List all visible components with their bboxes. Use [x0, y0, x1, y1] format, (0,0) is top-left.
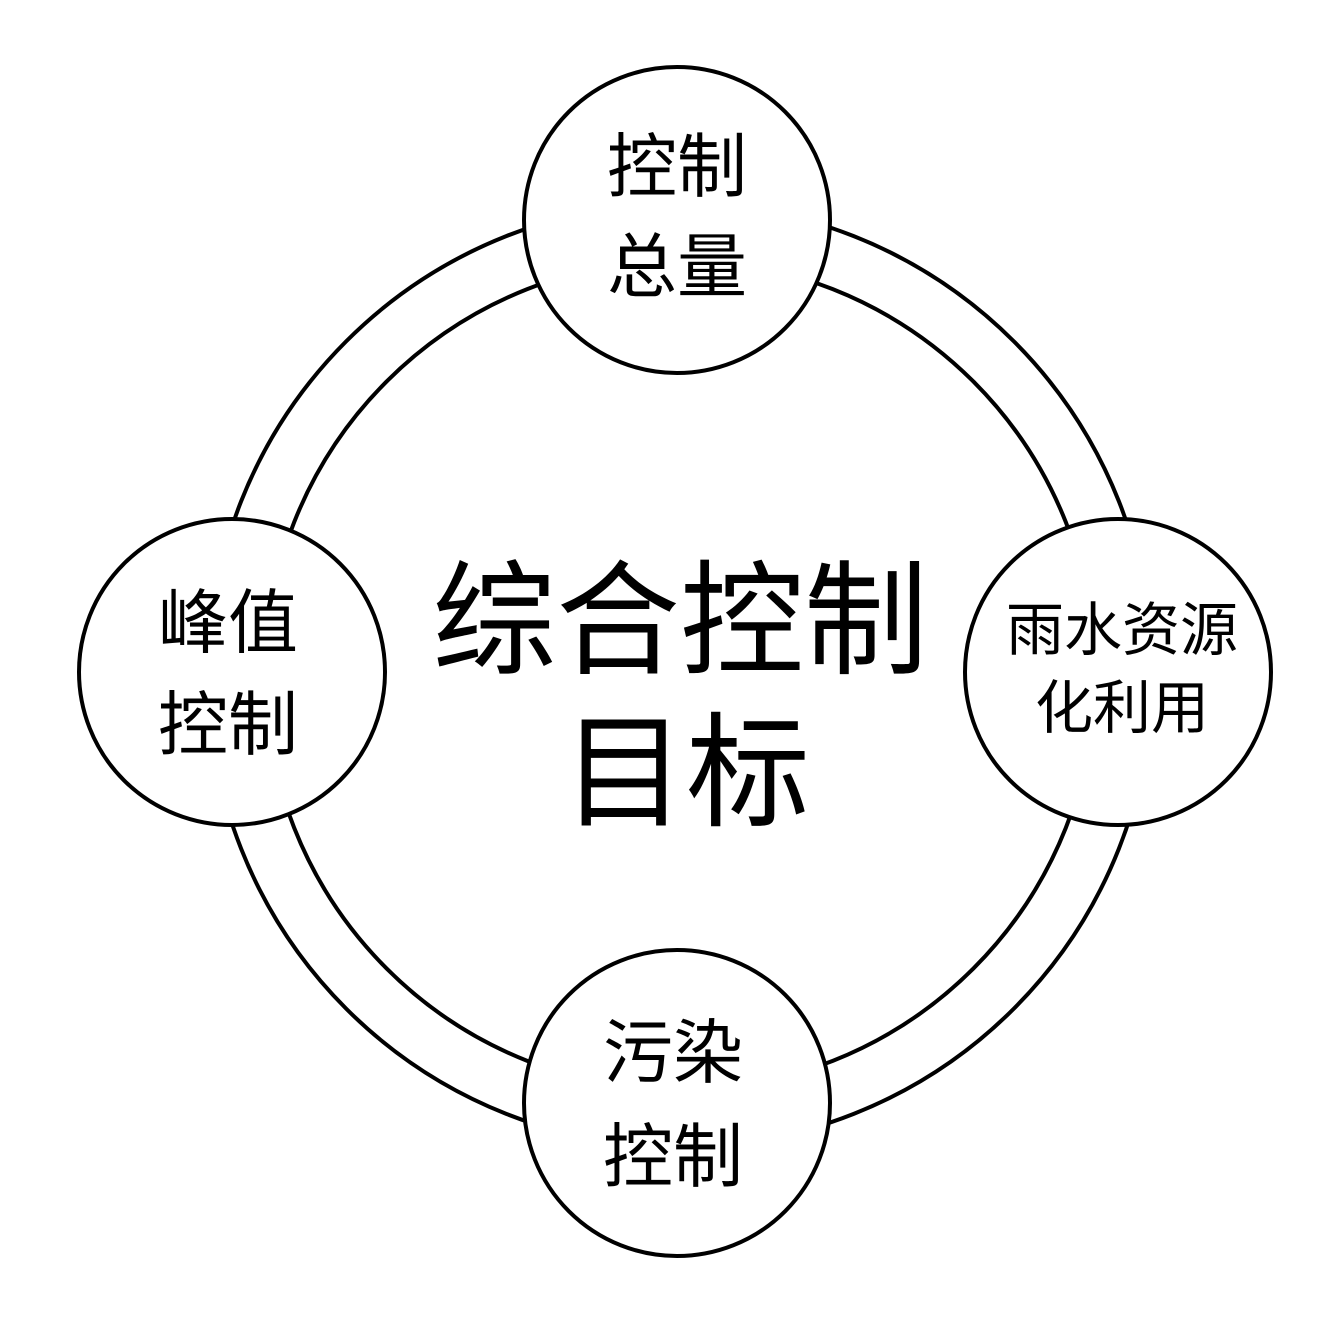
node-left-circle	[77, 517, 387, 827]
node-left-label-line1: 峰值	[158, 582, 298, 664]
node-right-label-line1: 雨水资源	[1006, 596, 1238, 664]
node-left-label-line2: 控制	[158, 684, 298, 766]
node-left: 峰值 控制	[77, 517, 387, 827]
node-bottom-label-line1: 污染	[603, 1012, 743, 1094]
node-bottom-circle	[522, 948, 832, 1258]
node-top-circle	[522, 65, 832, 375]
node-right-label-line2: 化利用	[1035, 674, 1209, 742]
node-top: 控制 总量	[522, 65, 832, 375]
center-title-line1: 综合控制	[432, 550, 928, 694]
node-bottom-label-line2: 控制	[603, 1116, 743, 1198]
node-bottom: 污染 控制	[522, 948, 832, 1258]
node-top-label-line1: 控制	[607, 126, 747, 208]
node-top-label-line2: 总量	[607, 226, 747, 308]
center-title-line2: 目标	[562, 702, 810, 846]
node-right: 雨水资源 化利用	[963, 517, 1273, 827]
node-right-circle	[963, 517, 1273, 827]
